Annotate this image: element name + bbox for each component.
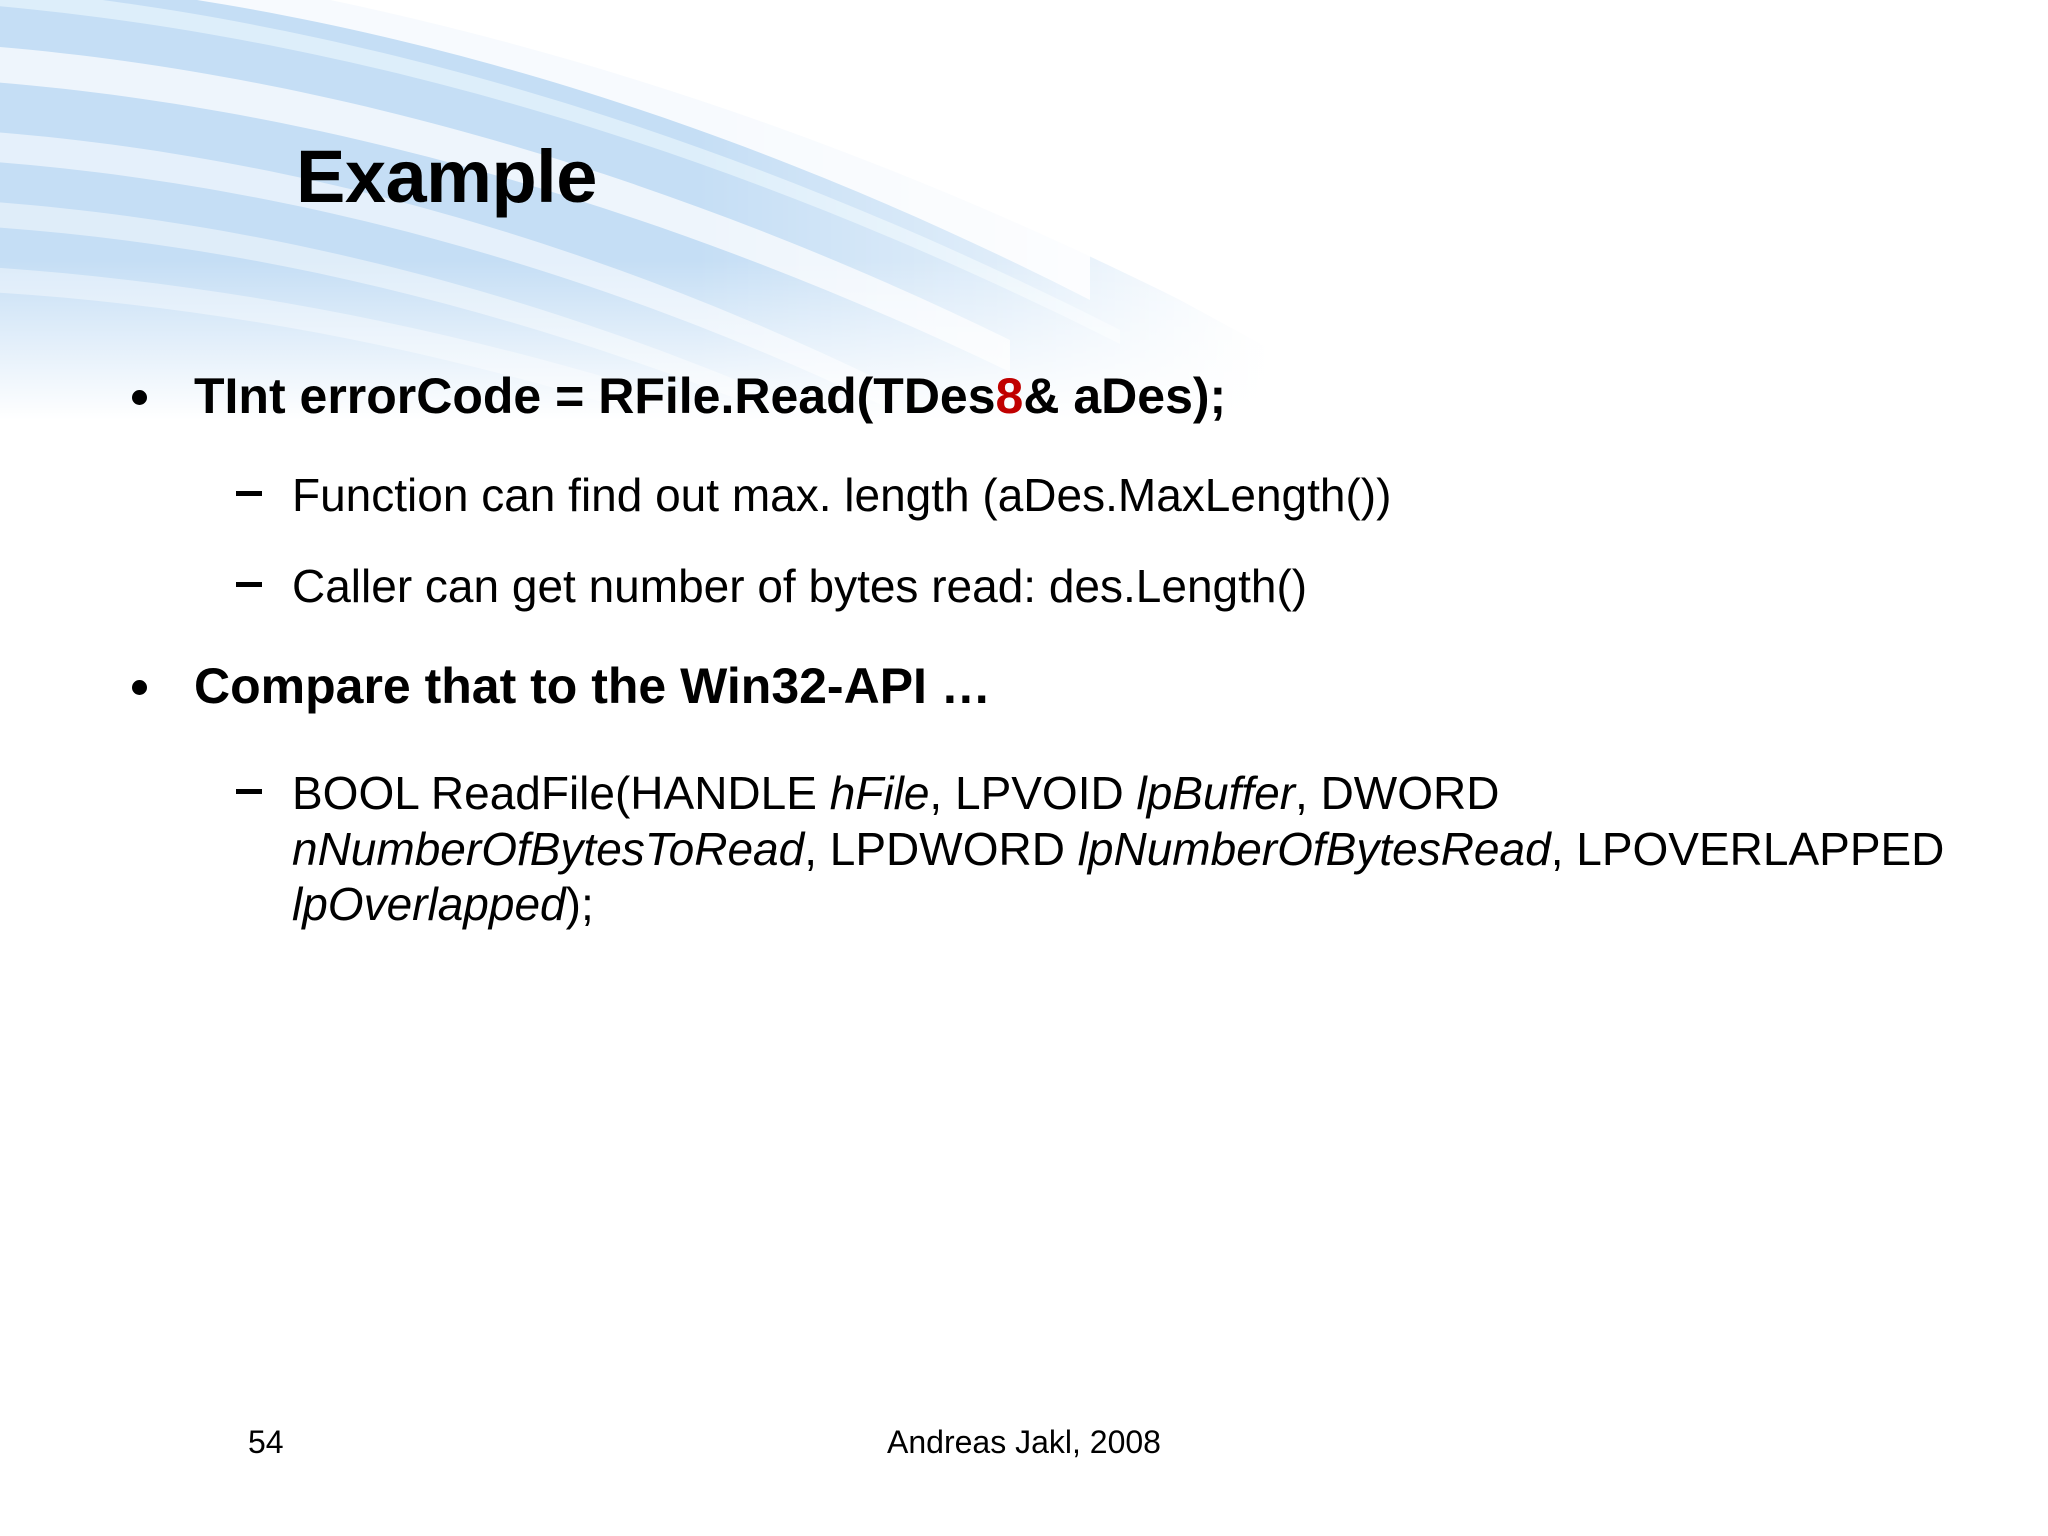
bullet-text: Compare that to the Win32-API …	[194, 658, 991, 715]
slide-page-number: 54	[248, 1424, 284, 1460]
bullet-dash-icon	[236, 491, 262, 496]
bullet-dash-icon	[236, 789, 262, 795]
page-title: Example	[296, 135, 597, 218]
sub-bullet-bytes-read: Caller can get number of bytes read: des…	[230, 559, 1948, 614]
code-sep-1: , LPVOID	[929, 767, 1137, 820]
bullet-dot-icon	[132, 680, 147, 696]
bullet-dot-icon	[132, 390, 147, 405]
code-param-lpbuffer: lpBuffer	[1136, 767, 1296, 820]
spacer	[118, 523, 1948, 559]
sub-bullet-text: Caller can get number of bytes read: des…	[292, 560, 1308, 613]
spacer	[118, 424, 1948, 468]
code-param-lpoverlapped: lpOverlapped	[292, 877, 566, 930]
slide-body: TInt errorCode = RFile.Read(TDes8& aDes)…	[118, 368, 1948, 932]
bullet-text-part-1: TInt errorCode = RFile.Read(TDes	[194, 368, 996, 424]
code-sep-3: , LPDWORD	[804, 822, 1078, 875]
code-tail: );	[565, 877, 594, 930]
sub-bullet-max-length: Function can find out max. length (aDes.…	[230, 468, 1948, 523]
code-param-lpnumberofbytesread: lpNumberOfBytesRead	[1077, 822, 1551, 875]
bullet-item-compare-win32: Compare that to the Win32-API …	[118, 658, 1948, 714]
bullet-item-read-signature: TInt errorCode = RFile.Read(TDes8& aDes)…	[118, 368, 1948, 424]
spacer	[118, 614, 1948, 658]
code-param-nnumberofbytestoread: nNumberOfBytesToRead	[292, 822, 805, 875]
slide-credit: Andreas Jakl, 2008	[887, 1424, 1161, 1460]
bullet-dash-icon	[236, 582, 262, 588]
bullet-text-part-2: & aDes);	[1023, 368, 1227, 424]
sub-bullet-text: Function can find out max. length (aDes.…	[292, 469, 1392, 521]
code-sep-4: , LPOVERLAPPED	[1550, 822, 1945, 875]
code-sep-2: , DWORD	[1295, 767, 1500, 820]
code-param-hfile: hFile	[829, 767, 930, 820]
sub-bullet-readfile-signature: BOOL ReadFile(HANDLE hFile, LPVOID lpBuf…	[230, 766, 1948, 932]
spacer	[118, 714, 1948, 766]
bullet-text-highlight-8: 8	[995, 368, 1024, 424]
code-part-return-and-name: BOOL ReadFile(HANDLE	[292, 767, 830, 820]
